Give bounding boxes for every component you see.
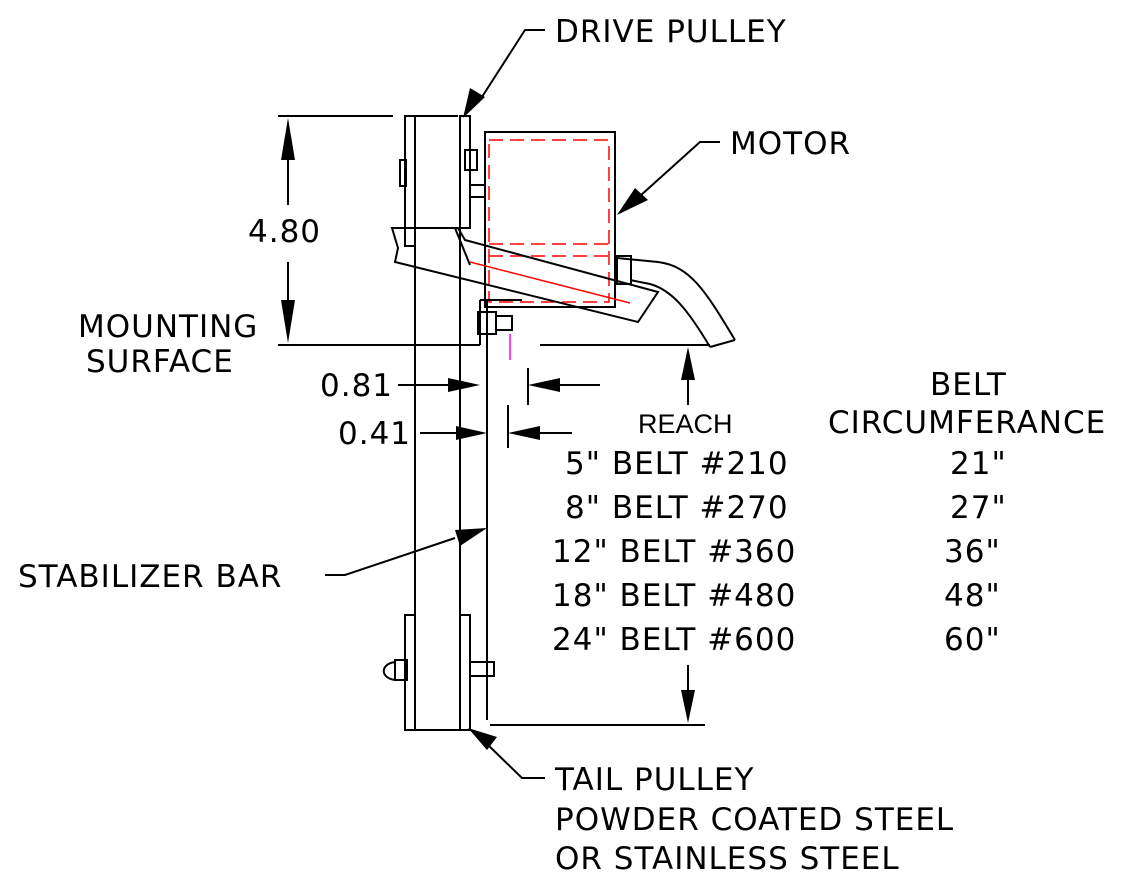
- motor-label: MOTOR: [730, 126, 851, 162]
- reach-header: REACH: [638, 409, 733, 439]
- stabilizer-bar-label: STABILIZER BAR: [18, 559, 282, 595]
- stabilizer-leader: [325, 528, 487, 576]
- reach-table: BELT REACH CIRCUMFERANCE 5" BELT #210 21…: [552, 367, 1106, 658]
- tail-pulley-label-line1: TAIL PULLEY: [554, 762, 754, 798]
- reach-row: 24" BELT #600: [552, 622, 796, 658]
- reach-row: 12" BELT #360: [552, 534, 796, 570]
- reach-row: 5" BELT #210: [565, 446, 789, 482]
- belt-header-line1: BELT: [930, 367, 1007, 403]
- bracket: [477, 299, 522, 720]
- dimension-041: [420, 405, 572, 448]
- drive-pulley-leader: [463, 29, 545, 118]
- circ-row: 36": [944, 534, 1001, 570]
- reach-row: 8" BELT #270: [565, 490, 789, 526]
- dimension-height-label: 4.80: [248, 214, 321, 250]
- reach-row: 18" BELT #480: [552, 578, 796, 614]
- drive-pulley: [399, 115, 486, 247]
- belt-header-line2: CIRCUMFERANCE: [828, 405, 1106, 441]
- circ-row: 48": [944, 578, 1001, 614]
- reach-dimension: [490, 347, 705, 726]
- circ-row: 27": [950, 490, 1007, 526]
- circ-row: 60": [944, 622, 1001, 658]
- tail-pulley: [382, 614, 495, 731]
- drive-pulley-label: DRIVE PULLEY: [555, 14, 787, 50]
- motor-leader: [617, 141, 720, 215]
- dimension-041-label: 0.41: [338, 416, 411, 452]
- dimension-081: [398, 368, 600, 405]
- motor-body: [484, 131, 736, 348]
- tail-pulley-label-line3: OR STAINLESS STEEL: [555, 841, 900, 876]
- mounting-label-line1: MOUNTING: [78, 309, 258, 345]
- tail-pulley-label-line2: POWDER COATED STEEL: [555, 802, 954, 838]
- dimension-480: [278, 115, 393, 343]
- dimension-081-label: 0.81: [320, 368, 393, 404]
- circ-row: 21": [950, 446, 1007, 482]
- belt: [414, 228, 461, 615]
- tail-pulley-leader: [468, 728, 545, 779]
- mounting-label-line2: SURFACE: [86, 344, 234, 380]
